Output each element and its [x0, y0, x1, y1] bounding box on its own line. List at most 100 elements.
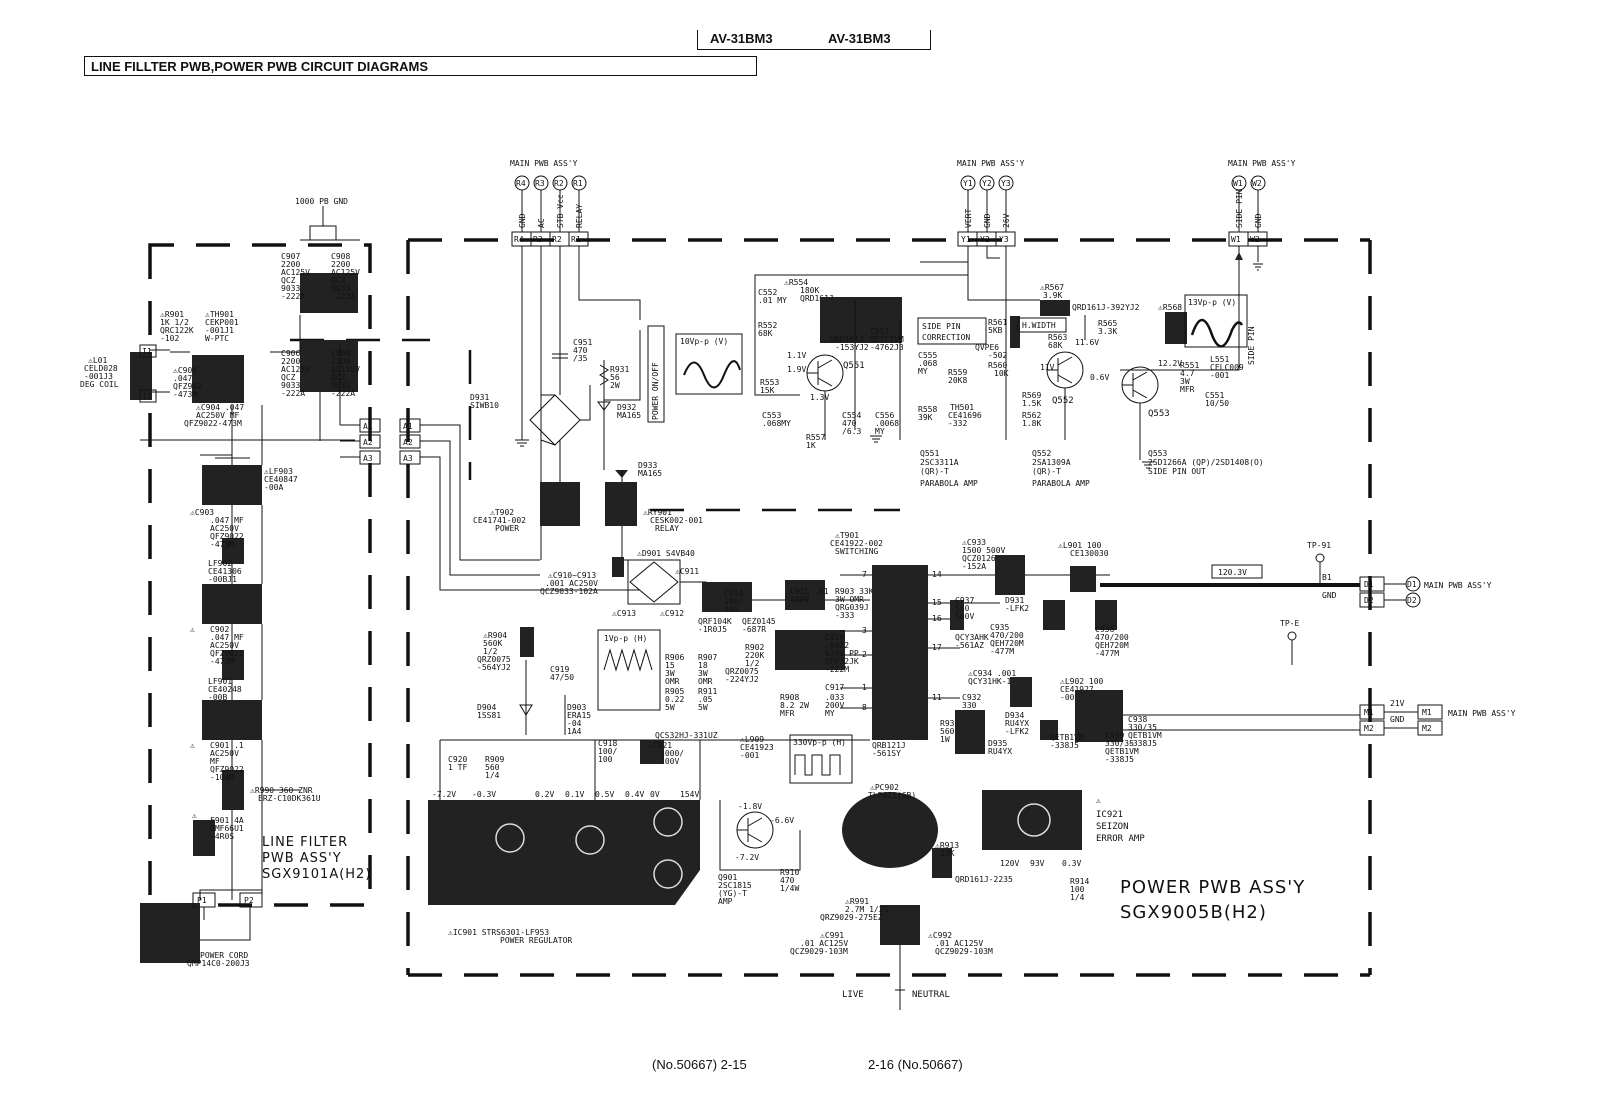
svg-text:330: 330	[962, 701, 977, 710]
y1-pin: Y1	[961, 235, 971, 244]
svg-text:R909: R909	[485, 755, 504, 764]
y1-top: Y1	[963, 179, 973, 188]
svg-text:120V: 120V	[1000, 859, 1019, 868]
svg-text:470: 470	[842, 419, 857, 428]
svg-text:.047 MF: .047 MF	[210, 633, 244, 642]
svg-text:C914: C914	[724, 589, 743, 598]
svg-text:3W: 3W	[665, 669, 675, 678]
svg-text:OMR: OMR	[665, 677, 680, 686]
svg-text:Q552: Q552	[1032, 449, 1051, 458]
line-filter-components: 1000 PB GND I1 I2 P1 P2	[130, 197, 640, 963]
svg-text:QCZ9029-103M: QCZ9029-103M	[935, 947, 993, 956]
svg-text:-473M: -473M	[210, 657, 234, 666]
svg-text:R903 33K: R903 33K	[835, 587, 874, 596]
svg-text:-338J5: -338J5	[1128, 739, 1157, 748]
q553-label: Q553	[1148, 409, 1170, 419]
svg-text:1.9V: 1.9V	[787, 365, 806, 374]
svg-text:⚠C903: ⚠C903	[190, 508, 214, 517]
svg-text:20K8: 20K8	[948, 376, 967, 385]
m2-signal: GND	[1390, 715, 1405, 724]
svg-text:470: 470	[573, 346, 588, 355]
h-width-label: H.WIDTH	[1022, 321, 1056, 330]
svg-text:.05: .05	[698, 695, 713, 704]
svg-text:D904: D904	[477, 703, 496, 712]
svg-text:15K: 15K	[760, 386, 775, 395]
svg-text:0.22: 0.22	[665, 695, 684, 704]
svg-text:R906: R906	[665, 653, 684, 662]
svg-text:18: 18	[698, 661, 708, 670]
svg-text:QCZ9033-102A: QCZ9033-102A	[540, 587, 598, 596]
svg-text:-222A: -222A	[331, 292, 355, 301]
svg-text:QRZ0075: QRZ0075	[725, 667, 759, 676]
svg-text:QEH720M: QEH720M	[1095, 641, 1129, 650]
svg-text:500V: 500V	[955, 612, 974, 621]
svg-text:2200: 2200	[331, 260, 350, 269]
svg-text:0.5V: 0.5V	[595, 790, 614, 799]
svg-text:8.2 2W: 8.2 2W	[780, 701, 809, 710]
svg-text:QRD161J-392YJ2: QRD161J-392YJ2	[1072, 303, 1140, 312]
svg-text:QETC1VM: QETC1VM	[870, 335, 904, 344]
svg-text:1500 500V: 1500 500V	[962, 546, 1006, 555]
b1-voltage-label: 120.3V	[1218, 568, 1247, 577]
svg-text:⚠D901 S4VB40: ⚠D901 S4VB40	[637, 549, 695, 558]
y2-top: Y2	[982, 179, 992, 188]
svg-text:-LFK2: -LFK2	[1005, 727, 1029, 736]
svg-text:AMP: AMP	[718, 897, 733, 906]
svg-text:4.7: 4.7	[1180, 369, 1195, 378]
svg-text:MA165: MA165	[617, 411, 641, 420]
svg-text:-00A: -00A	[264, 483, 283, 492]
y-main-pwb-label: MAIN PWB ASS'Y	[957, 159, 1025, 168]
tp91-label: TP-91	[1307, 541, 1331, 550]
svg-text:⚠C921: ⚠C921	[648, 741, 672, 750]
svg-text:200V: 200V	[825, 701, 844, 710]
svg-text:-222M: -222M	[825, 665, 849, 674]
svg-text:⚠: ⚠	[192, 811, 197, 820]
svg-text:⚠PC902: ⚠PC902	[870, 783, 899, 792]
w2-top: W2	[1252, 179, 1262, 188]
svg-text:CELD028: CELD028	[84, 364, 118, 373]
svg-text:R557: R557	[806, 433, 825, 442]
pb-gnd-label: 1000 PB GND	[295, 197, 348, 206]
svg-text:QFZ9022: QFZ9022	[210, 649, 244, 658]
svg-text:R910: R910	[780, 868, 799, 877]
svg-text:C554: C554	[842, 411, 861, 420]
svg-text:.047 MF: .047 MF	[210, 516, 244, 525]
svg-text:3W: 3W	[698, 669, 708, 678]
waveform-13vpp-label: 13Vp-p (V)	[1188, 298, 1236, 307]
svg-text:.033: .033	[825, 693, 844, 702]
svg-text:CESK002-001: CESK002-001	[650, 516, 703, 525]
svg-text:1K 1/2: 1K 1/2	[160, 318, 189, 327]
svg-text:3W OMR: 3W OMR	[835, 595, 864, 604]
svg-text:C907: C907	[281, 252, 300, 261]
a2-right: A2	[403, 438, 413, 447]
m1-signal: 21V	[1390, 699, 1405, 708]
svg-text:C908: C908	[331, 252, 350, 261]
d2-signal: GND	[1322, 591, 1337, 600]
r1-top: R1	[573, 179, 583, 188]
svg-text:C920: C920	[448, 755, 467, 764]
svg-text:R932: R932	[940, 719, 959, 728]
svg-text:QCZ: QCZ	[281, 373, 296, 382]
svg-text:C553: C553	[762, 411, 781, 420]
svg-text:QMF66U1: QMF66U1	[210, 824, 244, 833]
svg-text:-153YJ2: -153YJ2	[835, 343, 869, 352]
svg-text:R908: R908	[780, 693, 799, 702]
svg-text:ERROR AMP: ERROR AMP	[1096, 834, 1145, 844]
svg-text:-001J1: -001J1	[205, 326, 234, 335]
svg-text:R563: R563	[1048, 333, 1067, 342]
svg-text:R562: R562	[1022, 411, 1041, 420]
svg-text:1/2: 1/2	[745, 659, 760, 668]
power-board-part-number: SGX9005B(H2)	[1120, 902, 1267, 923]
svg-text:-477M: -477M	[1095, 649, 1119, 658]
svg-text:AC250V: AC250V	[210, 524, 239, 533]
svg-text:⚠L902 100: ⚠L902 100	[1060, 677, 1104, 686]
svg-text:CE41923: CE41923	[740, 743, 774, 752]
svg-text:.068MY: .068MY	[762, 419, 791, 428]
w2-pin: W2	[1250, 235, 1260, 244]
svg-text:QRZ0075: QRZ0075	[477, 655, 511, 664]
svg-text:D2: D2	[1407, 596, 1417, 605]
svg-text:⚠T901: ⚠T901	[835, 531, 859, 540]
svg-text:QFP32JK: QFP32JK	[825, 657, 859, 666]
svg-text:100: 100	[598, 755, 613, 764]
